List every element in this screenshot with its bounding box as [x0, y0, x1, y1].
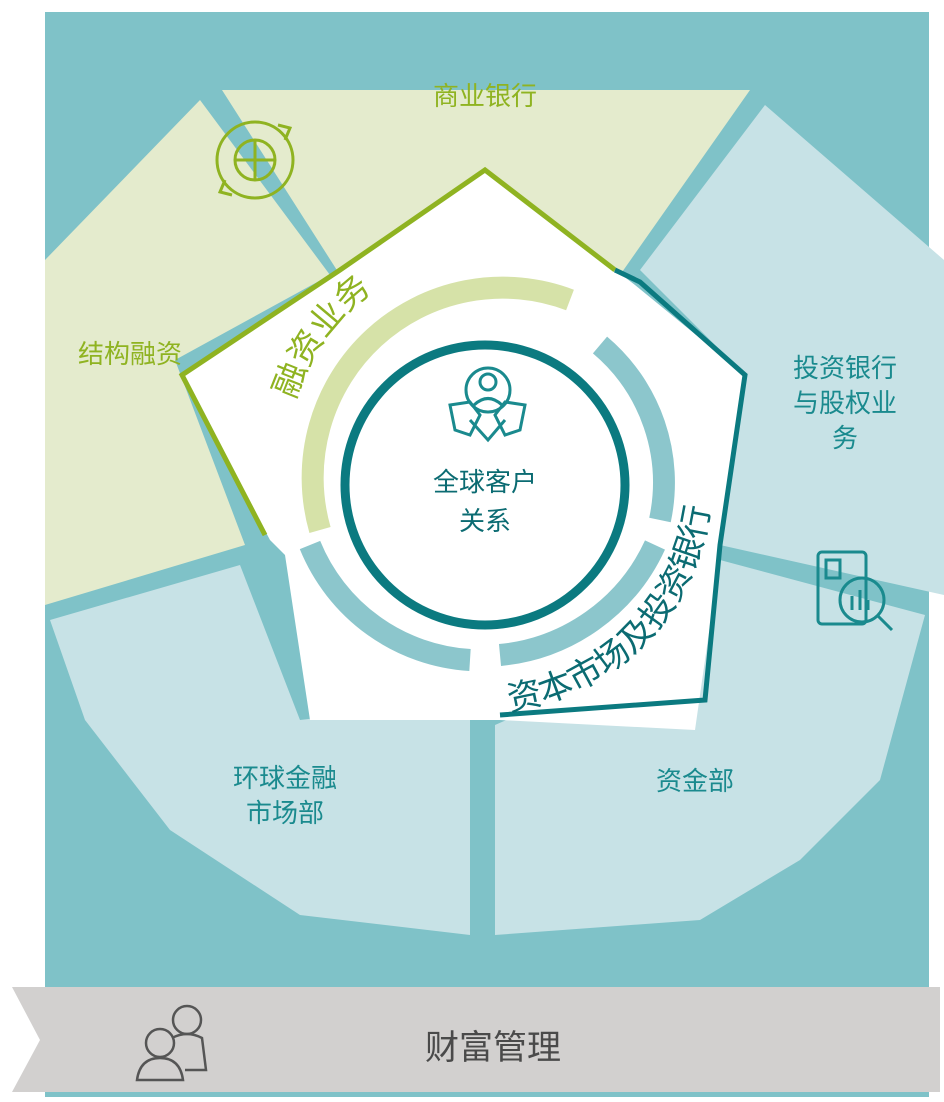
center-label-line2: 关系	[458, 507, 511, 537]
segment-label-investment-banking: 投资银行 与股权业 务	[792, 354, 897, 455]
arc-right-upper	[592, 336, 675, 523]
segment-label-structured-finance: 结构融资	[77, 340, 182, 370]
center-label-line1: 全球客户	[432, 468, 537, 498]
segment-label-commercial-banking: 商业银行	[432, 82, 537, 112]
globe-recycle-icon	[215, 120, 295, 200]
segment-label-treasury: 资金部	[655, 767, 734, 797]
segment-structured-finance	[45, 100, 330, 605]
report-magnifier-icon	[816, 550, 894, 632]
handshake-people-gear-icon	[448, 366, 527, 443]
arc-bottom	[498, 540, 665, 666]
banner-label-wealth-management: 财富管理	[425, 1028, 561, 1068]
segment-label-global-markets: 环球金融 市场部	[232, 764, 337, 830]
center-circle	[340, 340, 630, 630]
star-outline-teal	[499, 267, 748, 718]
arc-financing	[301, 276, 574, 534]
segment-investment-banking	[640, 105, 944, 595]
wealth-banner	[12, 987, 940, 1092]
advisor-client-icon	[135, 1004, 208, 1082]
arc-left-lower	[299, 540, 471, 671]
star-outline-green	[178, 166, 617, 537]
segment-treasury	[495, 560, 925, 935]
segment-global-markets	[50, 565, 470, 935]
